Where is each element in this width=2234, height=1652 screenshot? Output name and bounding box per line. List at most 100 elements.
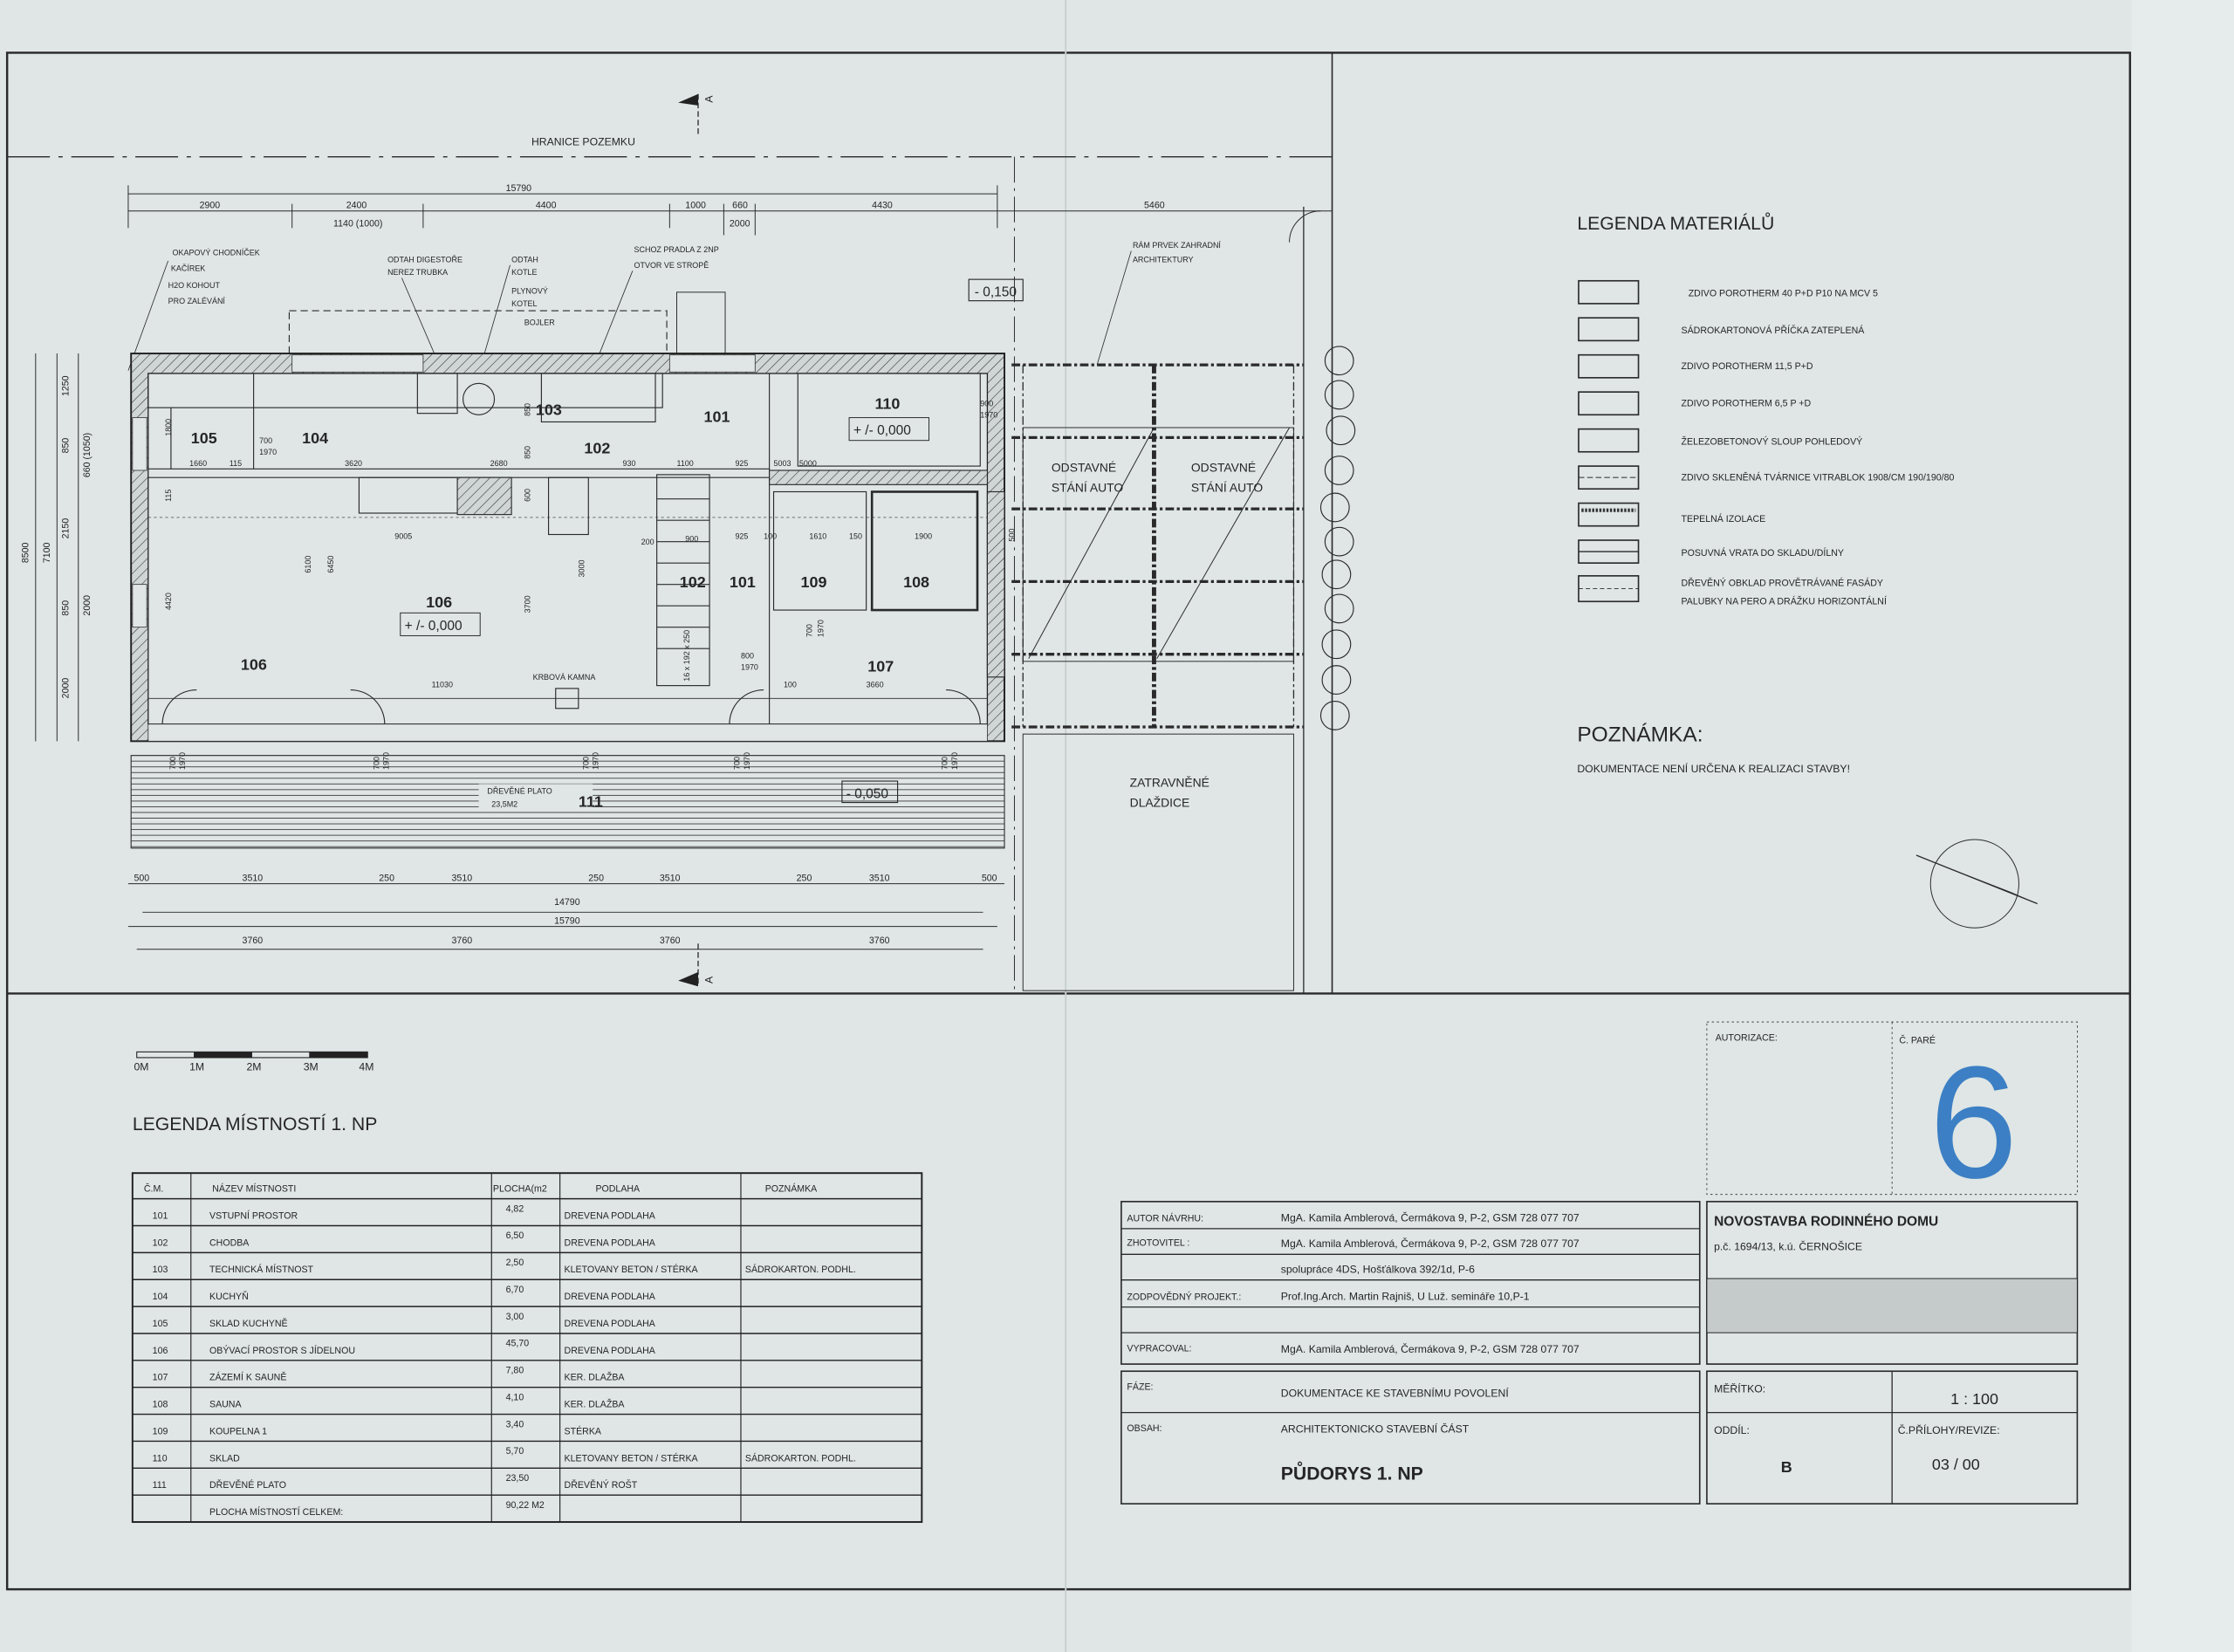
svg-text:OTVOR VE STROPĚ: OTVOR VE STROPĚ (634, 261, 709, 270)
svg-text:103: 103 (536, 401, 562, 418)
svg-text:FÁZE:: FÁZE: (1127, 1381, 1153, 1392)
svg-text:850: 850 (523, 446, 531, 459)
svg-text:ARCHITEKTONICKO STAVEBNÍ ČÁST: ARCHITEKTONICKO STAVEBNÍ ČÁST (1281, 1422, 1470, 1435)
svg-text:3M: 3M (304, 1061, 319, 1073)
table-cell: KER. DLAŽBA (565, 1399, 626, 1410)
svg-text:101: 101 (704, 408, 730, 425)
svg-text:3760: 3760 (660, 936, 681, 946)
north-arrow-icon (1915, 839, 2038, 929)
building-walls (130, 353, 1005, 743)
table-cell: DREVENA PODLAHA (565, 1210, 656, 1221)
sheet-border (5, 51, 2132, 1591)
svg-text:660: 660 (732, 200, 748, 210)
table-cell: KOUPELNA 1 (209, 1426, 267, 1436)
svg-text:STÁNÍ AUTO: STÁNÍ AUTO (1052, 480, 1123, 494)
svg-text:AUTORIZACE:: AUTORIZACE: (1716, 1032, 1778, 1043)
svg-text:1900: 1900 (915, 531, 932, 540)
table-cell: 5,70 (506, 1446, 524, 1457)
svg-text:ZDIVO POROTHERM 40 P+D P10 NA: ZDIVO POROTHERM 40 P+D P10 NA MCV 5 (1689, 289, 1878, 299)
svg-text:OKAPOVÝ CHODNÍČEK: OKAPOVÝ CHODNÍČEK (173, 248, 260, 257)
table-frame (131, 1172, 923, 1524)
svg-text:250: 250 (588, 873, 604, 883)
svg-text:1970: 1970 (259, 448, 277, 456)
svg-text:2000: 2000 (82, 595, 93, 616)
parking-labels: ODSTAVNÉ STÁNÍ AUTO ODSTAVNÉ STÁNÍ AUTO … (1052, 461, 1263, 810)
section-marker-bottom: A (678, 943, 715, 987)
svg-text:ODTAH DIGESTOŘE: ODTAH DIGESTOŘE (387, 256, 463, 264)
svg-text:6100: 6100 (304, 556, 312, 573)
svg-text:115: 115 (230, 459, 242, 468)
svg-text:AUTOR NÁVRHU:: AUTOR NÁVRHU: (1127, 1213, 1203, 1224)
svg-text:9005: 9005 (394, 531, 412, 540)
svg-text:ODTAH: ODTAH (511, 256, 538, 264)
svg-text:1250: 1250 (60, 375, 71, 396)
level-mark-deck: - 0,050 (846, 787, 889, 802)
svg-text:115: 115 (164, 490, 173, 502)
scale-bar: 0M 1M 2M 3M 4M (134, 1051, 373, 1073)
svg-text:ODSTAVNÉ: ODSTAVNÉ (1191, 461, 1256, 475)
svg-text:105: 105 (191, 429, 217, 447)
svg-text:BOJLER: BOJLER (524, 318, 555, 326)
svg-text:Č. PARÉ: Č. PARÉ (1899, 1035, 1936, 1046)
svg-text:MgA. Kamila Amblerová, Čermáko: MgA. Kamila Amblerová, Čermákova 9, P-2,… (1281, 1237, 1580, 1250)
parking-bays (1022, 427, 1294, 991)
svg-text:2400: 2400 (346, 200, 367, 210)
table-cell: DŘEVĚNÉ PLATO (209, 1479, 286, 1491)
svg-text:ZHOTOVITEL :: ZHOTOVITEL : (1127, 1238, 1189, 1249)
svg-text:108: 108 (903, 573, 929, 591)
table-cell: 103 (153, 1265, 168, 1275)
table-cell: 2,50 (506, 1258, 524, 1268)
svg-text:ŽELEZOBETONOVÝ SLOUP POHLEDOVÝ: ŽELEZOBETONOVÝ SLOUP POHLEDOVÝ (1682, 436, 1863, 448)
svg-text:3760: 3760 (452, 936, 473, 946)
svg-text:110: 110 (874, 395, 900, 413)
svg-text:600: 600 (523, 489, 531, 502)
svg-text:4430: 4430 (872, 200, 893, 210)
svg-text:RÁM PRVEK ZAHRADNÍ: RÁM PRVEK ZAHRADNÍ (1133, 241, 1221, 250)
boundary-label: HRANICE POZEMKU (531, 136, 635, 148)
svg-text:102: 102 (680, 573, 706, 591)
svg-text:11030: 11030 (432, 680, 453, 689)
svg-text:SCHOZ PRADLA Z 2NP: SCHOZ PRADLA Z 2NP (634, 245, 719, 254)
svg-text:925: 925 (735, 459, 748, 468)
drawing-title: PŮDORYS 1. NP (1281, 1459, 1423, 1484)
svg-text:4420: 4420 (164, 593, 173, 610)
swatch-insulation (1578, 502, 1640, 527)
svg-text:660 (1050): 660 (1050) (82, 433, 93, 477)
plan-annotations: OKAPOVÝ CHODNÍČEK KAČÍREK H2O KOHOUT PRO… (127, 241, 1221, 374)
svg-text:100: 100 (764, 531, 777, 540)
table-cell: 101 (153, 1210, 168, 1221)
svg-text:p.č. 1694/13, k.ú. ČERNOŠICE: p.č. 1694/13, k.ú. ČERNOŠICE (1714, 1239, 1862, 1252)
svg-text:1970: 1970 (382, 752, 391, 770)
svg-text:DŘEVĚNÉ PLATO: DŘEVĚNÉ PLATO (487, 787, 552, 796)
table-cell: 102 (153, 1237, 168, 1248)
table-cell: 4,10 (506, 1392, 524, 1402)
gate-swing (1289, 210, 1321, 243)
svg-text:5000: 5000 (799, 459, 817, 468)
stove-label: KRBOVÁ KAMNA (533, 673, 596, 682)
table-cell: 106 (153, 1346, 168, 1356)
svg-text:MĚŘÍTKO:: MĚŘÍTKO: (1714, 1382, 1765, 1395)
table-cell: DŘEVĚNÝ ROŠT (565, 1479, 638, 1491)
svg-text:109: 109 (801, 573, 827, 591)
svg-text:KAČÍREK: KAČÍREK (171, 264, 205, 272)
svg-text:DOKUMENTACE NENÍ URČENA K REAL: DOKUMENTACE NENÍ URČENA K REALIZACI STAV… (1577, 762, 1850, 775)
left-dimensions: 1250 850 660 (1050) 2150 850 2000 2000 8… (21, 353, 93, 742)
room-labels: 105 104 103 101 102 110 106 106 102 101 … (191, 395, 929, 811)
svg-text:2900: 2900 (200, 200, 221, 210)
svg-text:14790: 14790 (554, 897, 580, 908)
table-cell: 107 (153, 1373, 168, 1383)
svg-text:ZATRAVNĚNÉ: ZATRAVNĚNÉ (1130, 776, 1210, 790)
svg-text:850: 850 (60, 600, 71, 616)
table-cell: DREVENA PODLAHA (565, 1319, 656, 1329)
svg-text:spolupráce 4DS, Hošťálkova 392: spolupráce 4DS, Hošťálkova 392/1d, P-6 (1281, 1264, 1475, 1276)
table-cell: 6,50 (506, 1230, 524, 1241)
copy-number: 6 (1929, 1032, 2018, 1211)
svg-text:500: 500 (982, 873, 997, 883)
svg-text:VYPRACOVAL:: VYPRACOVAL: (1127, 1343, 1191, 1354)
svg-text:STÁNÍ AUTO: STÁNÍ AUTO (1191, 480, 1263, 494)
svg-text:PALUBKY NA PERO A DRÁŽKU HORIZ: PALUBKY NA PERO A DRÁŽKU HORIZONTÁLNÍ (1682, 596, 1887, 607)
table-cell: KUCHYŇ (209, 1291, 249, 1302)
svg-text:104: 104 (302, 429, 328, 447)
